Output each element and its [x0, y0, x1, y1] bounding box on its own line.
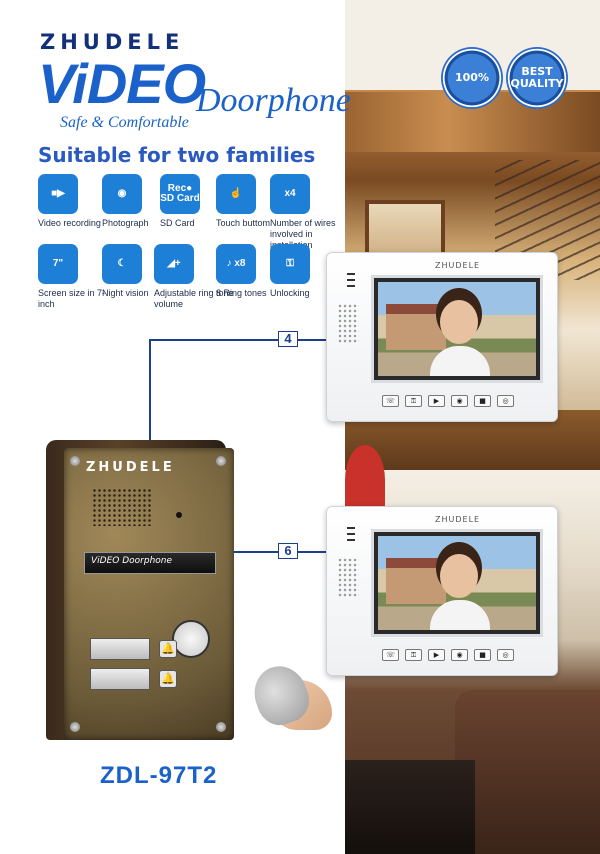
talk-button[interactable]: ☏	[382, 395, 399, 407]
monitor-button[interactable]: ◎	[497, 395, 514, 407]
video-camera-icon: ■▶	[38, 174, 78, 214]
name-tag-2: 🔔	[90, 668, 177, 690]
wires-icon: x4	[270, 174, 310, 214]
panel-brand: ZHUDELE	[86, 460, 175, 475]
feature-label: Night vision	[102, 288, 149, 298]
feature-label: Photograph	[102, 218, 149, 228]
house	[386, 304, 446, 350]
red-speaker	[345, 445, 385, 515]
feature-sd-card: Rec● SD Card SD Card	[160, 174, 240, 229]
indoor-monitor-2: ZHUDELE ☏ ⚿ ▶ ◉ ■ ◎	[326, 506, 558, 676]
feature-label: Touch buttom	[216, 218, 271, 228]
bell-icon[interactable]: 🔔	[159, 670, 177, 688]
quality-guarantee-seal: 100%	[441, 47, 503, 109]
touch-icon: ☝	[216, 174, 256, 214]
table	[345, 760, 475, 854]
monitor-button[interactable]: ◎	[497, 649, 514, 661]
panel-nameplate: ViDEO Doorphone	[84, 552, 216, 574]
feature-night-vision: ☾ Night vision	[102, 244, 182, 299]
photo-camera-icon: ◉	[102, 174, 142, 214]
indicator-leds	[347, 273, 355, 289]
feature-label: Adjustable ring tone volume	[154, 288, 234, 309]
feature-label: SD Card	[160, 218, 195, 228]
unlock-icon: ⚿	[270, 244, 310, 284]
wire-count-top: 4	[278, 331, 298, 347]
brand-name: ZHUDELE	[40, 30, 185, 54]
record-button[interactable]: ■	[474, 395, 491, 407]
screw	[70, 456, 80, 466]
night-vision-icon: ☾	[102, 244, 142, 284]
monitor-brand: ZHUDELE	[435, 261, 481, 270]
sofa	[455, 690, 600, 854]
logo-video: ViDEO	[38, 52, 206, 115]
wire-count-bottom: 6	[278, 543, 298, 559]
panel-speaker	[92, 488, 152, 526]
feature-ring-volume: ◢+ Adjustable ring tone volume	[154, 244, 234, 310]
feature-screen-size: 7" Screen size in 7-inch	[38, 244, 118, 310]
outdoor-panel: ZHUDELE ViDEO Doorphone 🔔 🔔	[64, 448, 234, 740]
headline: Suitable for two families	[38, 143, 316, 167]
visitor-body	[430, 346, 490, 376]
sd-card-icon: Rec● SD Card	[160, 174, 200, 214]
best-quality-seal: BEST QUALITY	[506, 47, 568, 109]
screw	[70, 722, 80, 732]
visitor-body	[430, 600, 490, 630]
feature-photograph: ◉ Photograph	[102, 174, 182, 229]
interior-background	[345, 0, 600, 854]
volume-icon: ◢+	[154, 244, 194, 284]
feature-label: Unlocking	[270, 288, 310, 298]
visitor-image	[378, 282, 536, 376]
rfid-reader	[172, 620, 210, 658]
house	[386, 558, 446, 604]
feature-label: Video recording	[38, 218, 101, 228]
seal-text: BEST QUALITY	[510, 64, 564, 90]
feature-touch-button: ☝ Touch buttom	[216, 174, 296, 229]
monitor-buttons: ☏ ⚿ ▶ ◉ ■ ◎	[382, 649, 514, 661]
indicator-leds	[347, 527, 355, 543]
screw	[216, 456, 226, 466]
screw	[216, 722, 226, 732]
seal-text: 100%	[455, 70, 489, 84]
unlock-button[interactable]: ⚿	[405, 395, 422, 407]
monitor-buttons: ☏ ⚿ ▶ ◉ ■ ◎	[382, 395, 514, 407]
play-button[interactable]: ▶	[428, 649, 445, 661]
model-number: ZDL-97T2	[100, 762, 218, 789]
monitor-screen	[371, 529, 543, 637]
camera-lens	[176, 512, 182, 518]
photo-button[interactable]: ◉	[451, 395, 468, 407]
unlock-button[interactable]: ⚿	[405, 649, 422, 661]
screen-size-icon: 7"	[38, 244, 78, 284]
feature-video-recording: ■▶ Video recording	[38, 174, 118, 229]
feature-label: 8 Ring tones	[216, 288, 267, 298]
feature-wires: x4 Number of wires involved in installat…	[270, 174, 344, 250]
visitor-image	[378, 536, 536, 630]
indoor-monitor-1: ZHUDELE ☏ ⚿ ▶ ◉ ■ ◎	[326, 252, 558, 422]
speaker-grill	[337, 303, 359, 343]
wire-top	[149, 339, 329, 341]
call-buttons: 🔔 🔔	[90, 638, 177, 698]
feature-ring-tones: ♪ x8 8 Ring tones	[216, 244, 296, 299]
feature-unlocking: ⚿ Unlocking	[270, 244, 350, 299]
monitor-brand: ZHUDELE	[435, 515, 481, 524]
monitor-screen	[371, 275, 543, 383]
logo-doorphone: Doorphone	[196, 82, 351, 119]
bell-icon[interactable]: 🔔	[159, 640, 177, 658]
speaker-grill	[337, 557, 359, 597]
play-button[interactable]: ▶	[428, 395, 445, 407]
talk-button[interactable]: ☏	[382, 649, 399, 661]
feature-label: Screen size in 7-inch	[38, 288, 106, 309]
visitor-face	[440, 300, 478, 344]
photo-button[interactable]: ◉	[451, 649, 468, 661]
ringtone-icon: ♪ x8	[216, 244, 256, 284]
name-tag-1: 🔔	[90, 638, 177, 660]
record-button[interactable]: ■	[474, 649, 491, 661]
visitor-face	[440, 554, 478, 598]
logo-tagline: Safe & Comfortable	[60, 114, 189, 131]
wire-vertical	[149, 339, 151, 449]
